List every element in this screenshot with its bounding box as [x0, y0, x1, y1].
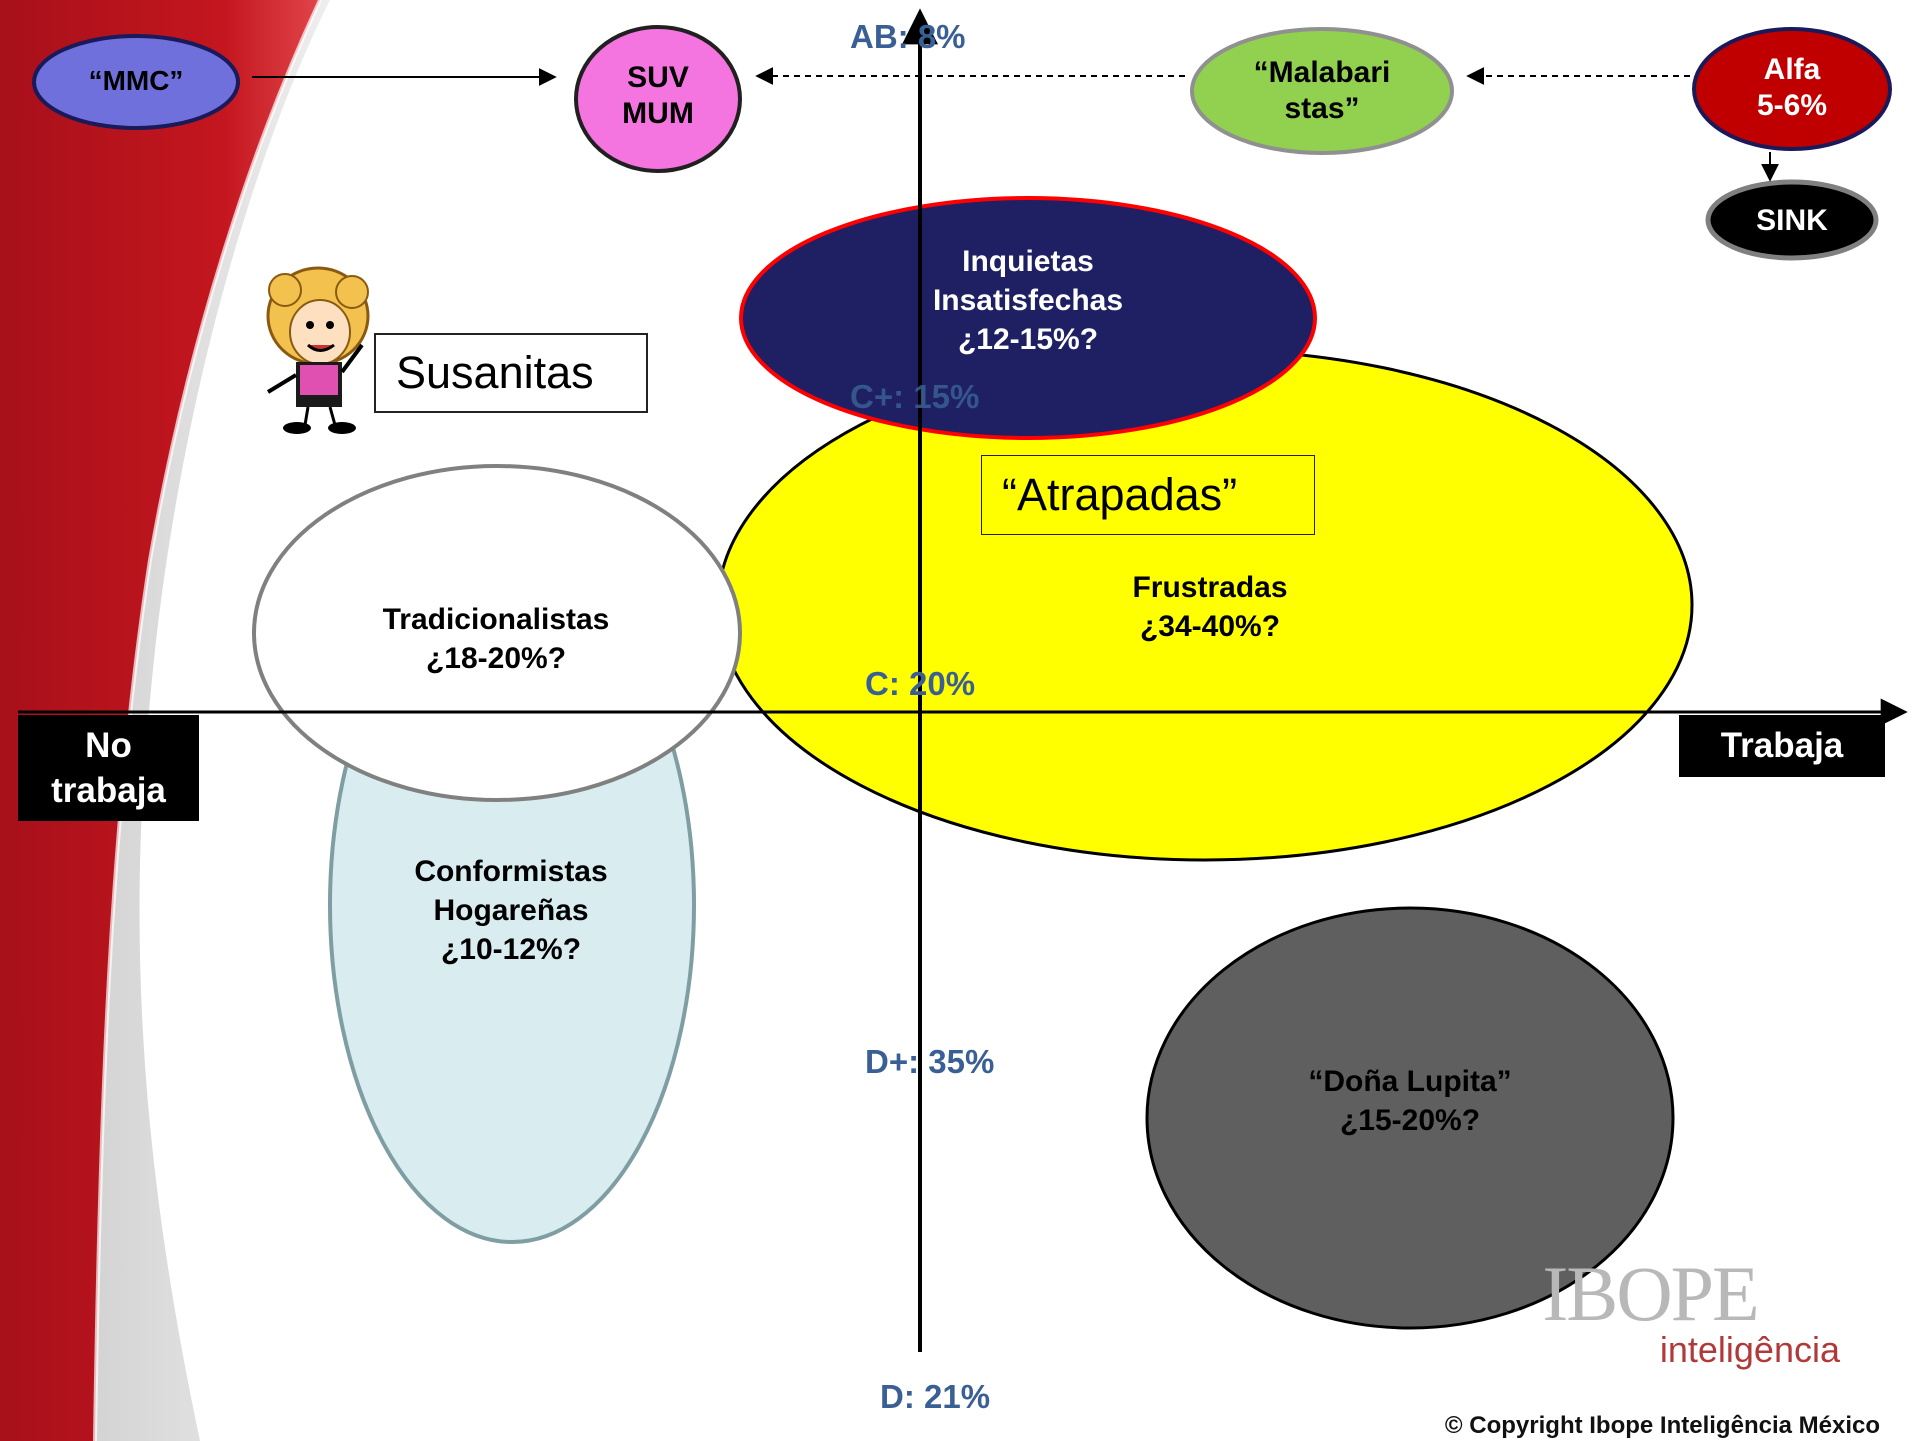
tradicionalistas-label: Tradicionalistas ¿18-20%?: [382, 603, 610, 675]
ibope-logo: IBOPE: [1542, 1250, 1759, 1337]
atrapadas-callout: “Atrapadas”: [981, 455, 1315, 535]
susanita-character-illustration: [266, 266, 370, 434]
conformistas-label: Conformistas Hogareñas ¿10-12%?: [414, 855, 608, 966]
alfa-ellipse: [1692, 27, 1892, 151]
copyright-footer: © Copyright Ibope Inteligência México: [1444, 1412, 1880, 1439]
white-swoosh-line: [93, 0, 322, 1441]
no-trabaja-label: No trabaja: [18, 715, 199, 821]
mmc-label: “MMC”: [88, 65, 184, 96]
red-swoosh: [0, 0, 320, 1441]
alfa-label: Alfa 5-6%: [1756, 53, 1828, 122]
susanitas-callout: Susanitas: [374, 333, 648, 413]
suv-mum-ellipse: [574, 25, 742, 173]
segment-d-label: D: 21%: [880, 1378, 991, 1415]
tradicionalistas-ellipse: [252, 464, 742, 802]
inquietas-label: Inquietas Insatisfechas ¿12-15%?: [932, 245, 1124, 356]
malabaristas-label: “Malabari stas”: [1253, 56, 1391, 125]
mmc-ellipse: [32, 34, 240, 130]
segment-d-plus-label: D+: 35%: [865, 1043, 995, 1080]
dona-lupita-label: “Doña Lupita” ¿15-20%?: [1308, 1065, 1512, 1137]
dona-lupita-ellipse: [1145, 906, 1675, 1330]
trabaja-label: Trabaja: [1679, 715, 1885, 777]
suv-mum-label: SUV MUM: [622, 61, 694, 130]
inquietas-ellipse: [739, 196, 1317, 440]
sink-label: SINK: [1756, 204, 1828, 237]
sink-ellipse: [1705, 179, 1879, 261]
frustradas-label: Frustradas ¿34-40%?: [1132, 571, 1288, 643]
segment-c-label: C: 20%: [865, 665, 976, 702]
segment-c-plus-label: C+: 15%: [850, 378, 980, 415]
malabaristas-ellipse: [1190, 27, 1454, 155]
segment-ab-label: AB: 8%: [850, 18, 966, 55]
ibope-logo-subtitle: inteligência: [1659, 1329, 1840, 1370]
